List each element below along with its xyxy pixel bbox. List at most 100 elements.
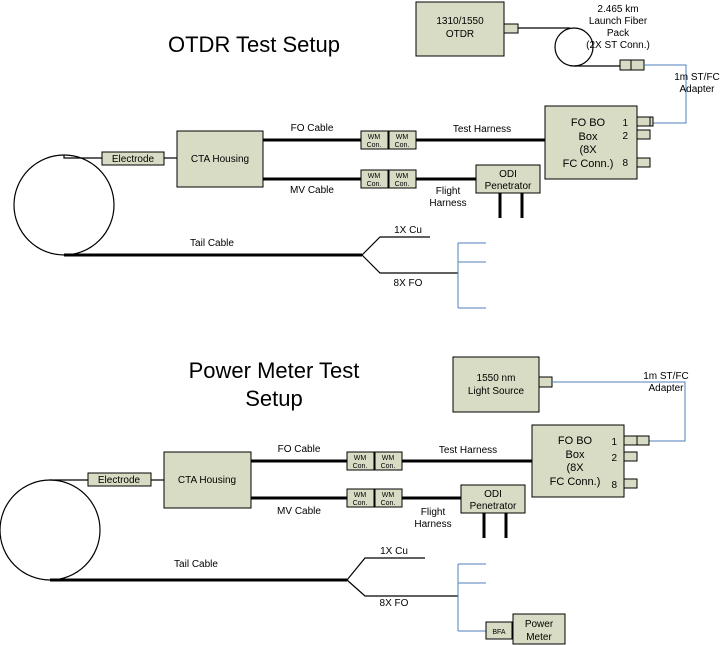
otdr-fobo-line4: FC Conn.) [563,158,614,170]
power-title-line2: Setup [245,386,303,411]
power-port-2 [623,451,638,462]
otdr-fo-breakout [457,242,486,309]
otdr-title: OTDR Test Setup [168,32,340,57]
power-fo-breakout [457,563,486,632]
otdr-wm-mv-1-a: WM [368,173,381,180]
otdr-tail-split-fo [361,254,458,274]
otdr-adapter-label-1: 1m ST/FC [674,72,720,83]
otdr-wm-fo-1 [360,130,389,150]
otdr-electrode-label: Electrode [112,154,155,165]
otdr-cu-label: 1X Cu [394,225,422,236]
otdr-port-1 [636,116,651,127]
launch-fiber-label-3: Pack [607,28,630,39]
otdr-odi-line1: ODI [499,169,517,180]
power-wm-fo-1-b: Con. [353,463,368,470]
otdr-wm-mv-1 [360,169,389,189]
power-port-8 [623,478,638,489]
power-test-harness-label: Test Harness [439,445,497,456]
power-light-source [452,356,540,413]
otdr-wm-fo-1-b: Con. [367,142,382,149]
power-light-source-2: Light Source [468,386,525,397]
otdr-fobo-box [544,105,638,180]
launch-fiber-label-4: (2X ST Conn.) [586,40,650,51]
power-port-1-plug [636,435,650,446]
otdr-port-label-1: 1 [622,118,628,129]
power-adapter-fiber [552,381,686,442]
launch-fiber-label-1: 2.465 km [597,4,638,15]
power-title-line1: Power Meter Test [189,358,360,383]
power-section: Power Meter Test Setup 1550 nm Light Sou… [0,356,689,645]
power-tail-cable-label: Tail Cable [174,559,218,570]
otdr-port [503,23,519,34]
power-port-1 [623,435,638,446]
power-light-source-port [538,376,553,388]
power-fobo-line4: FC Conn.) [550,476,601,488]
power-adapter-label-2: Adapter [648,383,684,394]
otdr-port-label-2: 2 [622,131,628,142]
launch-fiber-label-2: Launch Fiber [589,16,648,27]
power-wm-fo-2-a: WM [382,455,395,462]
power-meter-box [512,613,566,645]
otdr-fobo-line2: Box [579,131,598,143]
power-fobo-box [531,424,625,498]
power-tail-split-fo [346,579,458,597]
otdr-fobo-line1: FO BO [571,117,606,129]
power-wm-mv-1-a: WM [354,492,367,499]
otdr-adapter-label-2: Adapter [679,84,715,95]
launch-fiber-connector-1 [619,59,632,71]
otdr-tail-cable-label: Tail Cable [190,238,234,249]
power-port-label-1: 1 [611,437,617,448]
otdr-flight-harness-2: Harness [429,198,466,209]
power-electrode-label: Electrode [98,475,141,486]
otdr-cta-label: CTA Housing [191,154,249,165]
power-flight-harness-1: Flight [421,507,446,518]
power-wm-fo-1 [346,451,375,471]
otdr-port-8 [636,157,651,168]
power-meter-line2: Meter [526,632,552,643]
power-wm-fo-1-a: WM [354,455,367,462]
otdr-section: OTDR Test Setup 1310/1550 OTDR 2.465 km … [13,1,720,309]
otdr-fobo-line3: (8X [579,144,597,156]
power-odi-line1: ODI [484,489,502,500]
otdr-flight-harness-1: Flight [436,186,461,197]
power-fobo-line3: (8X [566,462,584,474]
otdr-cta-housing [176,130,264,188]
power-flight-harness-2: Harness [414,519,451,530]
power-wm-mv-2-b: Con. [381,500,396,507]
power-bfa-label: BFA [492,629,506,636]
otdr-wm-mv-1-b: Con. [367,181,382,188]
otdr-port-label-8: 8 [622,158,628,169]
otdr-adapter-fiber [644,64,687,124]
otdr-test-harness-label: Test Harness [453,124,511,135]
power-wm-mv-1 [346,488,375,508]
power-fobo-line2: Box [566,449,585,461]
otdr-wm-fo-2-b: Con. [395,142,410,149]
power-port-label-8: 8 [611,480,617,491]
power-cable-reel [0,479,101,581]
otdr-wm-fo-2-a: WM [396,134,409,141]
otdr-fo-cable-label: FO Cable [291,123,334,134]
otdr-tail-split-cu [361,236,430,256]
power-odi-line2: Penetrator [470,501,517,512]
otdr-mv-cable-label: MV Cable [290,185,334,196]
otdr-port-1-plug [649,116,654,127]
launch-fiber-connector-2 [630,59,645,71]
otdr-box-line1: 1310/1550 [436,16,484,27]
otdr-cable-reel [13,154,115,256]
otdr-odi-penetrator [475,164,541,194]
power-port-label-2: 2 [611,453,617,464]
otdr-wm-mv-2-b: Con. [395,181,410,188]
power-light-source-1: 1550 nm [477,373,516,384]
power-fo8-label: 8X FO [380,598,409,609]
otdr-wm-mv-2-a: WM [396,173,409,180]
power-odi-penetrator [460,484,526,514]
power-wm-mv-1-b: Con. [353,500,368,507]
power-adapter-label-1: 1m ST/FC [643,371,689,382]
power-cu-label: 1X Cu [380,546,408,557]
otdr-wm-fo-1-a: WM [368,134,381,141]
otdr-box-line2: OTDR [446,29,474,40]
power-fo-cable-label: FO Cable [278,444,321,455]
otdr-fo8-label: 8X FO [394,278,423,289]
power-meter-line1: Power [525,619,554,630]
